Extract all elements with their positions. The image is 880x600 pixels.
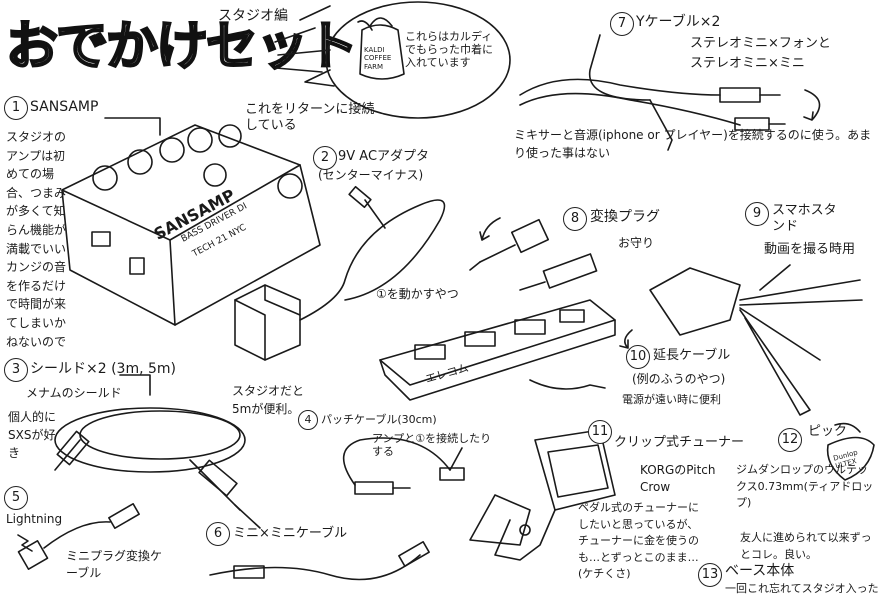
guitar-pick-icon: [826, 436, 875, 481]
bag-label: KALDI COFFEE FARM: [364, 46, 392, 71]
item-title-clip-tuner: クリップ式チューナー: [614, 435, 745, 450]
pick-arrow: [834, 422, 861, 433]
item-number-13: 13: [698, 563, 722, 587]
item-number-6: 6: [206, 522, 230, 546]
item-title-patch-cable: パッチケーブル(30cm): [321, 413, 437, 426]
item-title-bass: ベース本体: [725, 563, 795, 579]
item-title-extension-cord: 延長ケーブル: [653, 348, 731, 363]
shield-cables-drawing: [54, 407, 261, 529]
item-note-extension-cord-type: (例のふうのやつ): [632, 372, 726, 386]
item-note-ac-adapter-purpose: ①を動かすやつ: [376, 287, 459, 301]
item-note-ac-adapter: (センターマイナス): [318, 168, 424, 182]
ac-adapter-drawing: [234, 185, 446, 361]
item-note-clip-tuner-comment: ペダル式のチューナーにしたいと思っているが、チューナーに金を使うのも…とずっとこ…: [578, 501, 699, 580]
item-note-shield-length: スタジオだと5mが便利。: [232, 384, 305, 416]
item-number-7: 7: [610, 12, 634, 36]
item-title-pick: ピック: [808, 424, 848, 439]
lightning-adapter-drawing: [17, 503, 140, 570]
item-note-bass: 一回これ忘れてスタジオ入った: [725, 582, 879, 595]
item-number-4: 4: [298, 410, 318, 430]
page-title: おでかけセット: [5, 16, 359, 78]
item-number-1: 1: [4, 96, 28, 120]
item-number-2: 2: [313, 146, 337, 170]
item-title-ac-adapter: 9V ACアダプタ: [338, 149, 430, 164]
item-note-lightning: ミニプラグ変換ケーブル: [66, 549, 163, 580]
item-title-y-cable: Yケーブル×2: [636, 14, 721, 30]
phone-stand-drawing: [649, 264, 863, 416]
bag-bubble: [304, 1, 511, 119]
drawstring-bag-icon: [357, 17, 405, 80]
adapter-plugs-drawing: [469, 217, 598, 291]
item-note-sansamp: スタジオのアンプは初めての場合、つまみが多くて知らん機能が満載でいいカンジの音を…: [6, 130, 67, 349]
power-strip-drawing: [379, 299, 633, 401]
item-note-clip-tuner-model: KORGのPitch Crow: [640, 463, 716, 494]
clip-tuner-drawing: [469, 429, 616, 561]
sansamp-pedal-drawing: [61, 124, 321, 326]
mini-cable-drawing: [209, 541, 430, 581]
item-title-phone-stand: スマホスタンド: [772, 203, 837, 234]
item-title-sansamp: SANSAMP: [30, 99, 99, 115]
item-note-extension-cord-purpose: 電源が遠い時に便利: [622, 393, 721, 406]
item-note-y-cable-2: ステレオミニ×ミニ: [690, 56, 805, 71]
item-note-patch-cable: アンプと①を接続したりする: [372, 432, 492, 459]
item-note-phone-stand: 動画を撮る時用: [764, 242, 856, 257]
item-note-pick-comment: 友人に進められて以来ずっとコレ。良い。: [740, 531, 872, 561]
item-note-pick-model: ジムダンロップのウルテックス0.73mm(ティアドロップ): [736, 463, 874, 509]
item-title-mini-cable: ミニ×ミニケーブル: [233, 526, 348, 541]
bag-note: これらはカルディでもらった巾着に入れています: [405, 30, 493, 70]
patch-cable-drawing: [342, 437, 465, 495]
title-accent-lines: [274, 5, 331, 73]
item-number-10: 10: [626, 345, 650, 369]
item-note-shield-favorite: 個人的にSXSが好き: [8, 410, 57, 460]
item-number-9: 9: [745, 202, 769, 226]
item-note-adapter-plug: お守り: [618, 236, 655, 250]
item-number-12: 12: [778, 428, 802, 452]
item-number-11: 11: [588, 420, 612, 444]
item-title-adapter-plug: 変換プラグ: [590, 209, 660, 225]
item-number-5: 5: [4, 486, 28, 510]
item-title-shield: シールド×2 (3m, 5m): [30, 361, 177, 377]
item-note-sansamp-return: これをリターンに接続している: [245, 102, 375, 133]
sansamp-arrow: [104, 117, 161, 136]
y-cables-drawing: [519, 34, 821, 151]
item-note-y-cable-usage: ミキサーと音源(iphone or プレイヤー)を接続するのに使う。あまり使った…: [514, 128, 872, 160]
item-note-y-cable-1: ステレオミニ×フォンと: [690, 36, 831, 51]
item-number-8: 8: [563, 207, 587, 231]
page-subtitle: スタジオ編: [218, 8, 288, 24]
shield-arrow: [119, 374, 151, 396]
item-note-shield-brand: メナムのシールド: [26, 386, 122, 400]
item-number-3: 3: [4, 358, 28, 382]
item-title-lightning: Lightning: [6, 512, 63, 526]
